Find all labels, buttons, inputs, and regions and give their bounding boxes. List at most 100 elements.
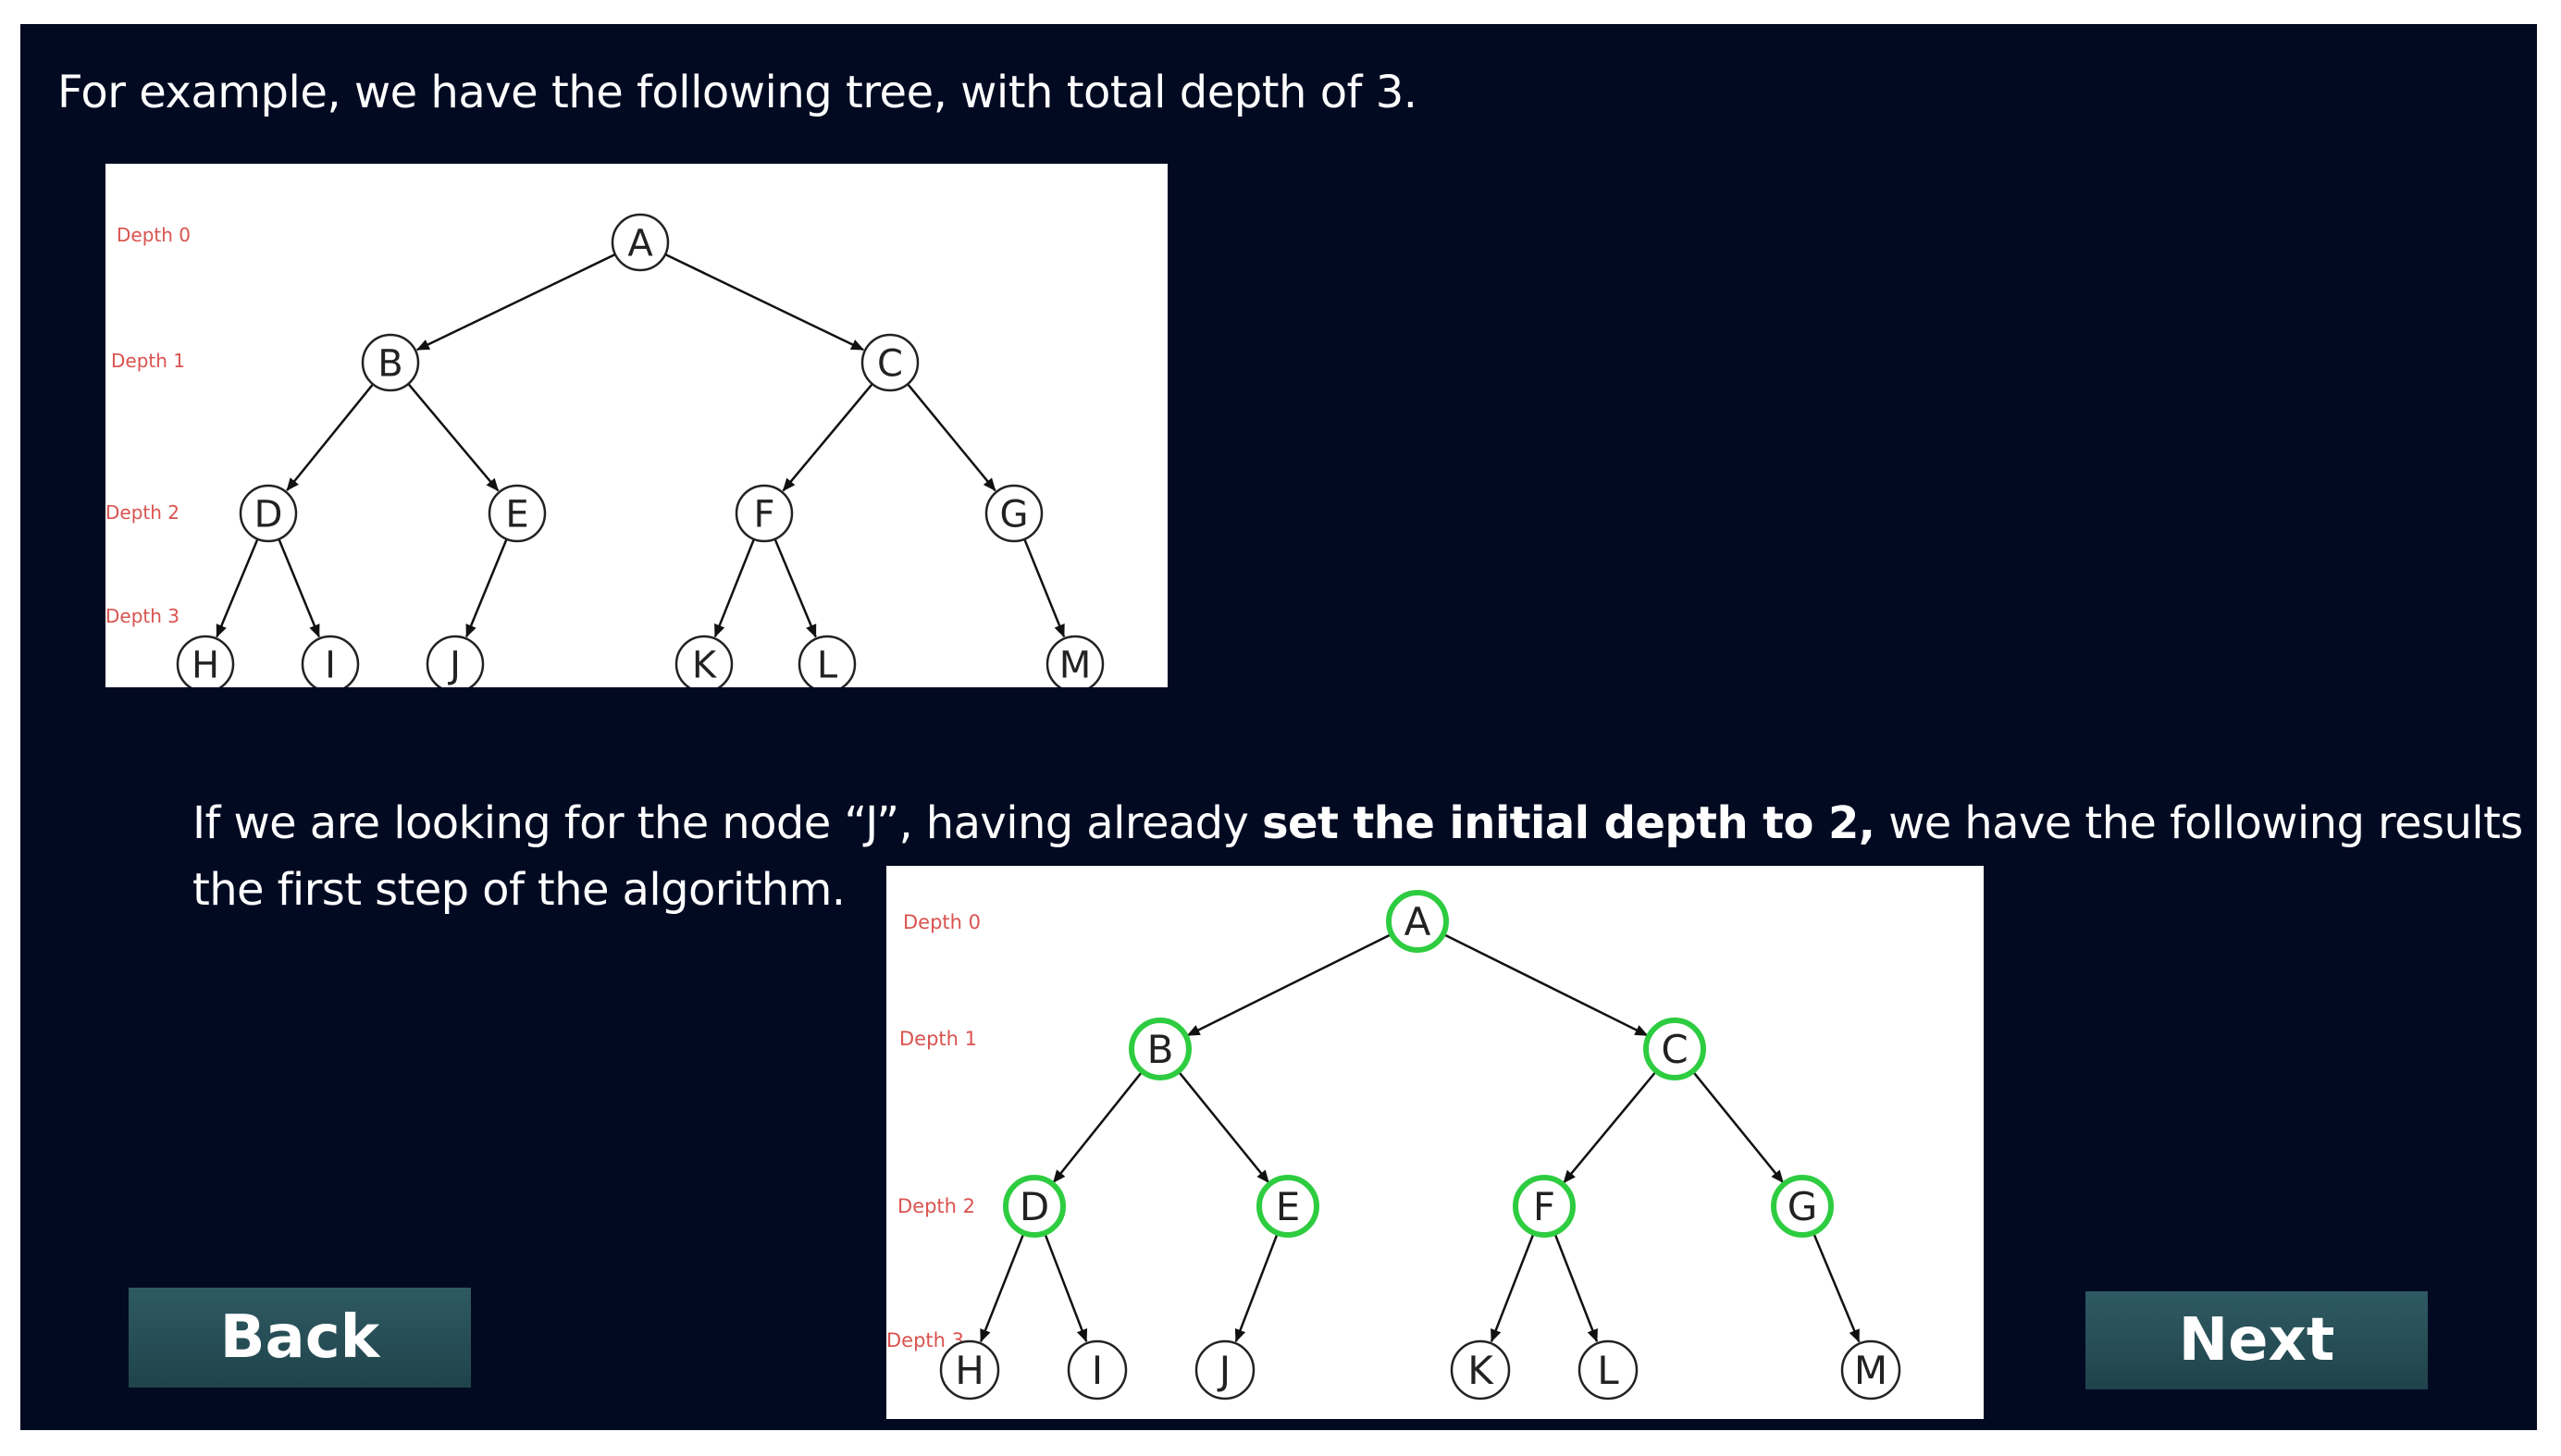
node-circle-C (1643, 1018, 1706, 1080)
paragraph-line-2: the first step of the algorithm. (192, 864, 846, 916)
paragraph-line-1: If we are looking for the node “J”, havi… (192, 790, 2561, 857)
back-button[interactable]: Back (129, 1288, 471, 1388)
edge-C-G (907, 383, 996, 492)
edge-A-B (415, 253, 616, 352)
node-label-B: B (1147, 1027, 1174, 1072)
node-circle-E (488, 484, 547, 543)
slide: For example, we have the following tree,… (20, 24, 2561, 1430)
edge-B-E (407, 383, 500, 492)
node-label-C: C (1661, 1027, 1688, 1072)
node-circle-M (1840, 1339, 1901, 1400)
node-circle-D (239, 484, 298, 543)
node-label-H: H (955, 1348, 984, 1393)
node-F: F (735, 484, 794, 543)
node-label-A: A (627, 222, 653, 265)
tree-diagram-full: Depth 0 Depth 1 Depth 2 Depth 3 A B C D E F G H I J K L… (105, 164, 1168, 687)
edge-B-E (1177, 1070, 1270, 1184)
node-B: B (1129, 1018, 1192, 1080)
edge-G-M (1023, 538, 1066, 638)
node-label-I: I (1092, 1348, 1103, 1393)
edge-F-K (1490, 1232, 1535, 1343)
node-C: C (860, 333, 920, 392)
node-A: A (611, 213, 670, 272)
node-circle-G (984, 484, 1044, 543)
depth-label-0: Depth 0 (117, 224, 191, 246)
node-circle-B (1129, 1018, 1192, 1080)
node-E: E (1256, 1175, 1319, 1238)
node-circle-A (1386, 890, 1449, 953)
edge-C-F (782, 383, 873, 492)
depth-label-2: Depth 2 (897, 1195, 975, 1217)
edge-E-J (1234, 1232, 1280, 1343)
paragraph-part-2: we have the following results for (1874, 797, 2561, 849)
edge-A-C (1442, 932, 1649, 1037)
explanation-paragraph: If we are looking for the node “J”, havi… (192, 790, 2561, 923)
node-label-J: J (447, 644, 461, 686)
node-label-H: H (192, 644, 219, 686)
node-E: E (488, 484, 547, 543)
edge-B-D (286, 383, 375, 491)
node-label-I: I (325, 644, 336, 686)
edge-C-G (1691, 1070, 1785, 1184)
node-circle-G (1771, 1175, 1834, 1238)
depth-label-1: Depth 1 (899, 1028, 977, 1050)
node-D: D (1003, 1175, 1066, 1238)
node-circle-K (674, 635, 734, 687)
depth-label-2: Depth 2 (105, 501, 179, 524)
edge-C-F (1563, 1070, 1658, 1184)
node-label-J: J (1217, 1348, 1231, 1393)
node-M: M (1045, 635, 1105, 687)
node-A: A (1386, 890, 1449, 953)
node-label-M: M (1059, 644, 1092, 686)
node-circle-A (611, 213, 670, 272)
node-D: D (239, 484, 298, 543)
node-circle-J (1194, 1339, 1256, 1400)
node-H: H (939, 1339, 1000, 1400)
node-M: M (1840, 1339, 1901, 1400)
edge-F-K (713, 538, 756, 638)
node-circle-I (1067, 1339, 1128, 1400)
node-circle-L (798, 635, 857, 687)
edge-D-I (1043, 1232, 1088, 1343)
node-circle-D (1003, 1175, 1066, 1238)
node-label-B: B (377, 342, 402, 385)
edge-D-H (216, 538, 259, 638)
node-label-G: G (1788, 1184, 1818, 1229)
node-circle-B (361, 333, 420, 392)
node-H: H (176, 635, 235, 687)
node-label-K: K (1467, 1348, 1494, 1393)
node-L: L (798, 635, 857, 687)
depth-label-1: Depth 1 (111, 350, 185, 372)
node-label-K: K (692, 644, 718, 686)
node-F: F (1513, 1175, 1576, 1238)
node-G: G (984, 484, 1044, 543)
edge-A-C (664, 253, 865, 352)
edge-D-H (979, 1232, 1025, 1343)
node-label-F: F (753, 493, 774, 536)
depth-label-3: Depth 3 (105, 605, 179, 627)
node-circle-H (176, 635, 235, 687)
node-C: C (1643, 1018, 1706, 1080)
node-I: I (301, 635, 360, 687)
paragraph-bold: set the initial depth to 2, (1262, 797, 1875, 849)
edge-B-D (1052, 1070, 1144, 1184)
node-label-E: E (505, 493, 528, 536)
node-J: J (426, 635, 485, 687)
node-circle-H (939, 1339, 1000, 1400)
next-button[interactable]: Next (2085, 1291, 2428, 1389)
node-circle-F (735, 484, 794, 543)
intro-text: For example, we have the following tree,… (57, 67, 1417, 118)
node-label-A: A (1404, 899, 1431, 944)
node-circle-F (1513, 1175, 1576, 1238)
node-K: K (674, 635, 734, 687)
node-G: G (1771, 1175, 1834, 1238)
edge-G-M (1812, 1232, 1861, 1343)
tree-svg-full: Depth 0 Depth 1 Depth 2 Depth 3 A B C D E F G H I J K L… (105, 213, 1105, 687)
node-label-M: M (1854, 1348, 1887, 1393)
edge-A-B (1186, 932, 1392, 1037)
node-circle-K (1450, 1339, 1511, 1400)
node-circle-E (1256, 1175, 1319, 1238)
depth-label-0: Depth 0 (903, 911, 981, 933)
